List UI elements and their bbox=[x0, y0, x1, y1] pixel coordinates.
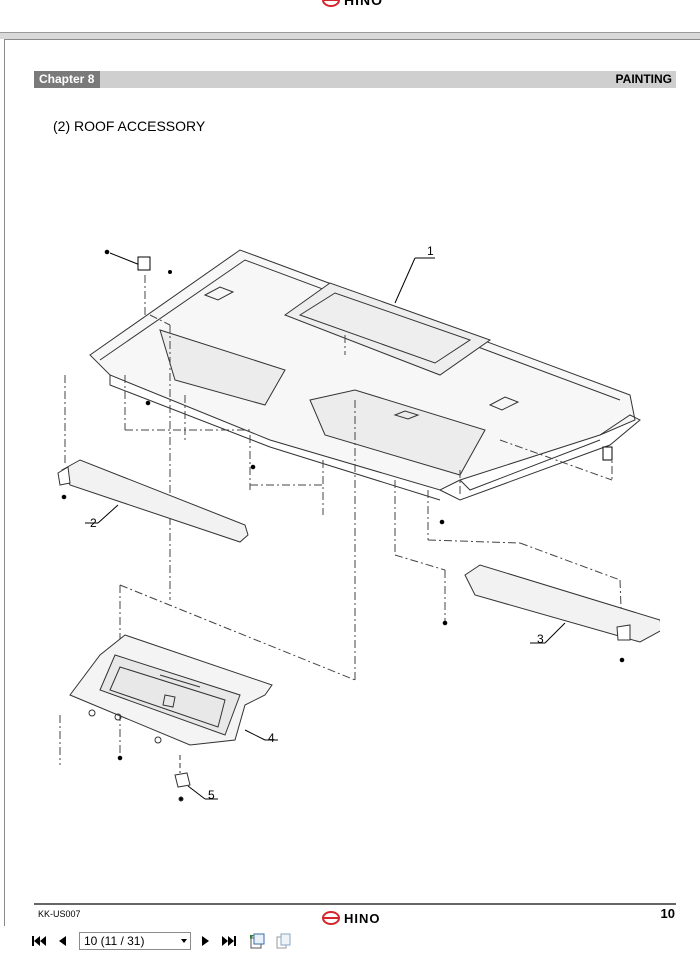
chapter-bar: Chapter 8 PAINTING bbox=[34, 71, 676, 88]
section-name: PAINTING bbox=[615, 72, 672, 86]
hino-logo-footer: HINO bbox=[322, 910, 406, 931]
callout-5: 5 bbox=[208, 788, 215, 802]
page-gap bbox=[0, 33, 700, 39]
previous-page-remnant: HINO bbox=[0, 0, 700, 33]
single-page-icon[interactable] bbox=[274, 933, 292, 949]
chapter-tab: Chapter 8 bbox=[34, 71, 100, 88]
prev-page-icon[interactable] bbox=[54, 933, 72, 949]
roof-accessory-diagram: 1 2 3 4 5 bbox=[57, 244, 660, 802]
callout-4: 4 bbox=[268, 731, 275, 745]
hino-logo-top: HINO bbox=[322, 0, 406, 9]
callout-2: 2 bbox=[90, 516, 97, 530]
sun-visor-right bbox=[464, 564, 660, 643]
chapter-number: 8 bbox=[87, 72, 95, 86]
sun-visor-left bbox=[57, 459, 249, 543]
fit-page-icon[interactable] bbox=[248, 933, 266, 949]
first-page-icon[interactable] bbox=[30, 933, 48, 949]
clip bbox=[174, 755, 191, 802]
roof-panel bbox=[89, 249, 641, 501]
chapter-label: Chapter bbox=[39, 72, 85, 86]
overhead-console bbox=[69, 634, 273, 746]
section-title: (2) ROOF ACCESSORY bbox=[53, 118, 206, 134]
svg-text:HINO: HINO bbox=[344, 911, 381, 926]
next-page-icon[interactable] bbox=[197, 933, 215, 949]
callout-3: 3 bbox=[537, 632, 544, 646]
last-page-icon[interactable] bbox=[220, 933, 238, 949]
footer-rule bbox=[34, 903, 676, 905]
chevron-down-icon bbox=[181, 939, 187, 943]
page-select[interactable]: 10 (11 / 31) bbox=[79, 932, 191, 950]
document-code: KK-US007 bbox=[38, 909, 81, 919]
svg-text:HINO: HINO bbox=[344, 0, 383, 8]
callout-1: 1 bbox=[427, 244, 434, 258]
page-number: 10 bbox=[660, 906, 675, 921]
page-select-value: 10 (11 / 31) bbox=[84, 934, 145, 948]
